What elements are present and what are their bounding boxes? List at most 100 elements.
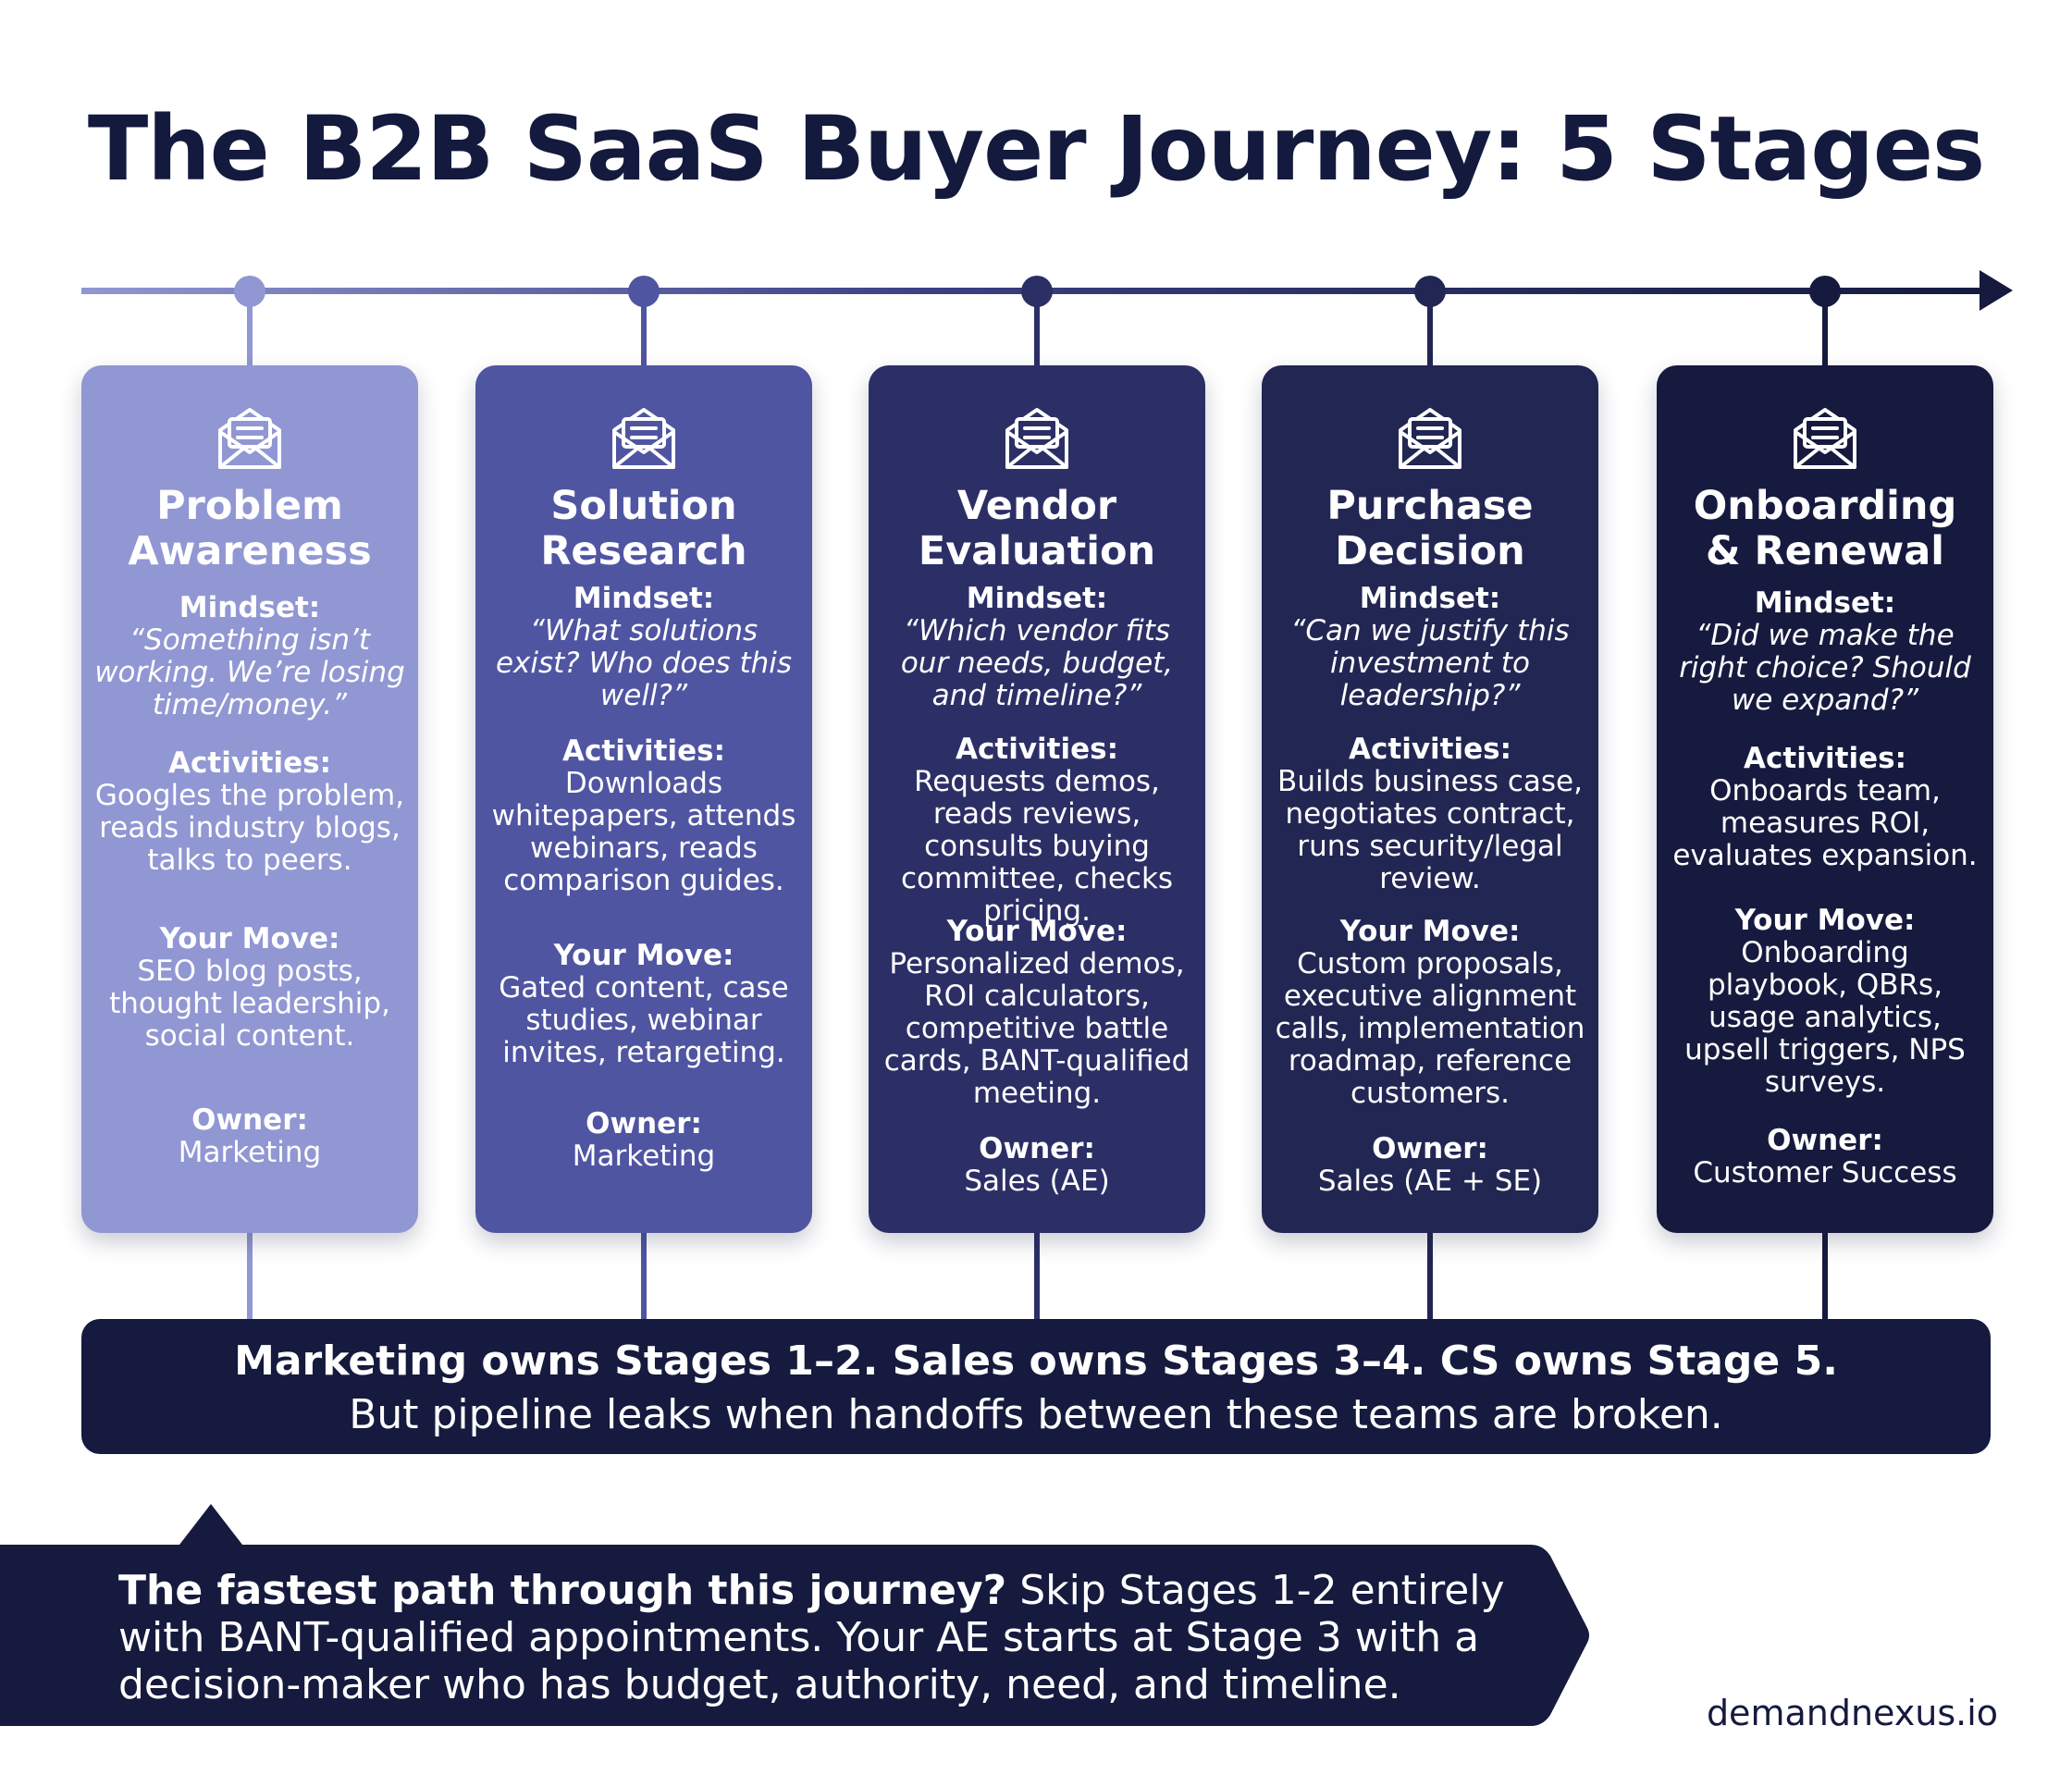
stage-owner: Owner:Marketing xyxy=(94,1104,405,1169)
stage-title-line: Research xyxy=(540,528,747,574)
stage-title-line: & Renewal xyxy=(1706,528,1944,574)
stage-title: Onboarding& Renewal xyxy=(1666,484,1984,574)
stage-title-line: Problem xyxy=(156,483,343,529)
your-move-text: Personalized demos, ROI calculators, com… xyxy=(883,947,1190,1110)
timeline-stem-bottom xyxy=(1822,1232,1828,1321)
stage-mindset: Mindset:“Did we make the right choice? S… xyxy=(1670,587,1980,717)
activities-text: Builds business case, negotiates contrac… xyxy=(1277,765,1583,895)
stage-title-line: Onboarding xyxy=(1693,483,1957,529)
timeline-stem-top xyxy=(641,290,647,366)
stage-mindset: Mindset:“Which vendor fits our needs, bu… xyxy=(882,583,1192,712)
owner-text: Marketing xyxy=(178,1136,322,1169)
timeline-stem-top xyxy=(247,290,253,366)
mindset-label: Mindset: xyxy=(1754,586,1896,620)
owner-label: Owner: xyxy=(1372,1132,1488,1165)
activities-text: Googles the problem, reads industry blog… xyxy=(94,779,405,877)
callout-bold: The fastest path through this journey? xyxy=(118,1567,1007,1614)
mindset-label: Mindset: xyxy=(1359,582,1501,615)
envelope-icon xyxy=(1399,408,1462,469)
summary-headline: Marketing owns Stages 1–2. Sales owns St… xyxy=(234,1337,1838,1385)
summary-subline: But pipeline leaks when handoffs between… xyxy=(349,1391,1723,1438)
timeline-node xyxy=(1414,276,1446,307)
timeline-stem-bottom xyxy=(1427,1232,1433,1321)
activities-label: Activities: xyxy=(168,746,331,780)
timeline-node xyxy=(234,276,265,307)
stage-activities: Activities:Googles the problem, reads in… xyxy=(94,747,405,877)
callout-text: The fastest path through this journey? S… xyxy=(118,1567,1524,1708)
your-move-text: Onboarding playbook, QBRs, usage analyti… xyxy=(1684,936,1966,1099)
timeline-stem-top xyxy=(1427,290,1433,366)
envelope-icon xyxy=(1005,408,1068,469)
stage-owner: Owner:Sales (AE + SE) xyxy=(1275,1133,1585,1198)
your-move-label: Your Move: xyxy=(1734,904,1916,937)
activities-text: Onboards team, measures ROI, evaluates e… xyxy=(1672,774,1978,872)
your-move-label: Your Move: xyxy=(159,922,340,955)
activities-label: Activities: xyxy=(956,733,1118,766)
stage-activities: Activities:Onboards team, measures ROI, … xyxy=(1670,743,1980,872)
mindset-label: Mindset: xyxy=(573,582,715,615)
stage-activities: Activities:Requests demos, reads reviews… xyxy=(882,733,1192,928)
activities-label: Activities: xyxy=(1744,742,1906,775)
stage-activities: Activities:Builds business case, negotia… xyxy=(1275,733,1585,895)
timeline-node xyxy=(1809,276,1841,307)
timeline-line xyxy=(81,288,1996,294)
page-title: The B2B SaaS Buyer Journey: 5 Stages xyxy=(87,97,1985,201)
stage-mindset: Mindset:“What solutions exist? Who does … xyxy=(488,583,799,712)
stage-title-line: Evaluation xyxy=(918,528,1156,574)
stage-owner: Owner:Customer Success xyxy=(1670,1125,1980,1189)
mindset-quote: “What solutions exist? Who does this wel… xyxy=(495,614,793,712)
your-move-text: SEO blog posts, thought leadership, soci… xyxy=(109,955,390,1053)
timeline-node xyxy=(1021,276,1053,307)
owner-text: Marketing xyxy=(572,1140,716,1173)
timeline-node xyxy=(628,276,660,307)
your-move-label: Your Move: xyxy=(553,939,734,972)
mindset-quote: “Which vendor fits our needs, budget, an… xyxy=(900,614,1174,712)
activities-label: Activities: xyxy=(562,734,725,768)
summary-banner: Marketing owns Stages 1–2. Sales owns St… xyxy=(81,1319,1991,1454)
owner-label: Owner: xyxy=(979,1132,1095,1165)
timeline-stem-bottom xyxy=(1034,1232,1040,1321)
owner-text: Sales (AE) xyxy=(964,1165,1110,1198)
owner-text: Sales (AE + SE) xyxy=(1317,1165,1543,1198)
stage-activities: Activities:Downloads whitepapers, attend… xyxy=(488,735,799,897)
your-move-text: Gated content, case studies, webinar inv… xyxy=(499,971,789,1069)
stage-title-line: Vendor xyxy=(956,483,1117,529)
stage-title-line: Purchase xyxy=(1326,483,1534,529)
activities-text: Requests demos, reads reviews, consults … xyxy=(900,765,1174,928)
fastest-path-callout: The fastest path through this journey? S… xyxy=(0,1504,1591,1733)
stage-your-move: Your Move:Gated content, case studies, w… xyxy=(488,940,799,1069)
your-move-label: Your Move: xyxy=(1339,915,1521,948)
callout-body: Skip Stages 1-2 entirely with BANT-quali… xyxy=(118,1567,1505,1708)
mindset-quote: “Did we make the right choice? Should we… xyxy=(1679,619,1971,717)
stage-your-move: Your Move:Custom proposals, executive al… xyxy=(1275,916,1585,1110)
envelope-icon xyxy=(1794,408,1856,469)
owner-text: Customer Success xyxy=(1693,1156,1957,1189)
activities-text: Downloads whitepapers, attends webinars,… xyxy=(491,767,796,897)
activities-label: Activities: xyxy=(1349,733,1511,766)
owner-label: Owner: xyxy=(586,1107,702,1140)
stage-title-line: Solution xyxy=(550,483,737,529)
stage-title-line: Decision xyxy=(1335,528,1525,574)
mindset-quote: “Something isn’t working. We’re losing t… xyxy=(94,623,405,721)
owner-label: Owner: xyxy=(1767,1124,1883,1157)
stage-your-move: Your Move:SEO blog posts, thought leader… xyxy=(94,923,405,1053)
stage-title-line: Awareness xyxy=(128,528,372,574)
timeline-stem-bottom xyxy=(247,1232,253,1321)
callout-shape xyxy=(0,1504,1589,1726)
stage-mindset: Mindset:“Something isn’t working. We’re … xyxy=(94,592,405,721)
your-move-text: Custom proposals, executive alignment ca… xyxy=(1275,947,1585,1110)
stage-your-move: Your Move:Personalized demos, ROI calcul… xyxy=(882,916,1192,1110)
mindset-label: Mindset: xyxy=(179,591,321,624)
mindset-label: Mindset: xyxy=(966,582,1108,615)
brand-url: demandnexus.io xyxy=(1706,1693,1998,1733)
timeline-stem-bottom xyxy=(641,1232,647,1321)
